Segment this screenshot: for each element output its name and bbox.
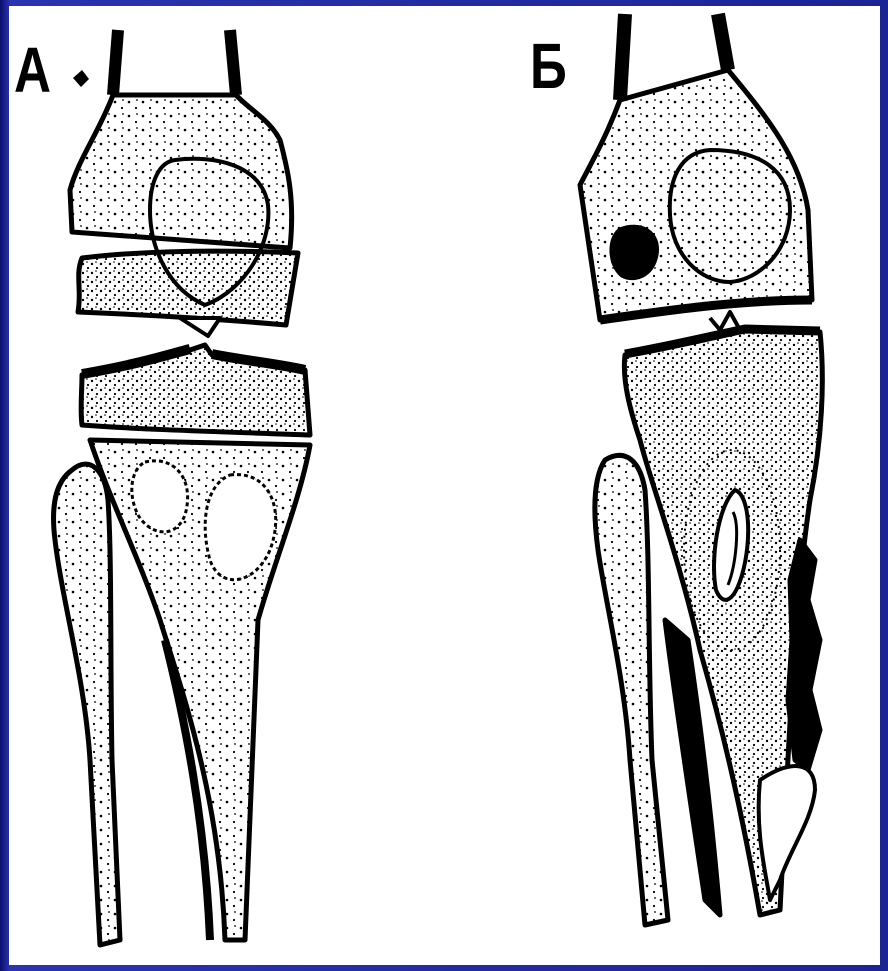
fibula [595, 455, 668, 925]
periosteal-reaction-right [788, 540, 820, 770]
tibial-epiphysis [81, 345, 310, 435]
tibia [90, 440, 310, 940]
femur-cortex-right [718, 14, 728, 70]
femur-cortex-right [230, 30, 236, 95]
marker-dot [73, 70, 89, 87]
patella-outline [670, 150, 790, 282]
panel-a-drawing [54, 30, 310, 945]
bone-fragment [759, 766, 815, 900]
femur-cortex-left [620, 14, 625, 100]
femoral-epiphysis [78, 251, 298, 325]
femur-cortex-left [113, 30, 118, 95]
femur-notch [180, 318, 220, 336]
fibula [54, 464, 120, 945]
panel-b-drawing [580, 14, 822, 925]
femur-distal [70, 95, 292, 248]
focal-lesion [612, 227, 657, 277]
